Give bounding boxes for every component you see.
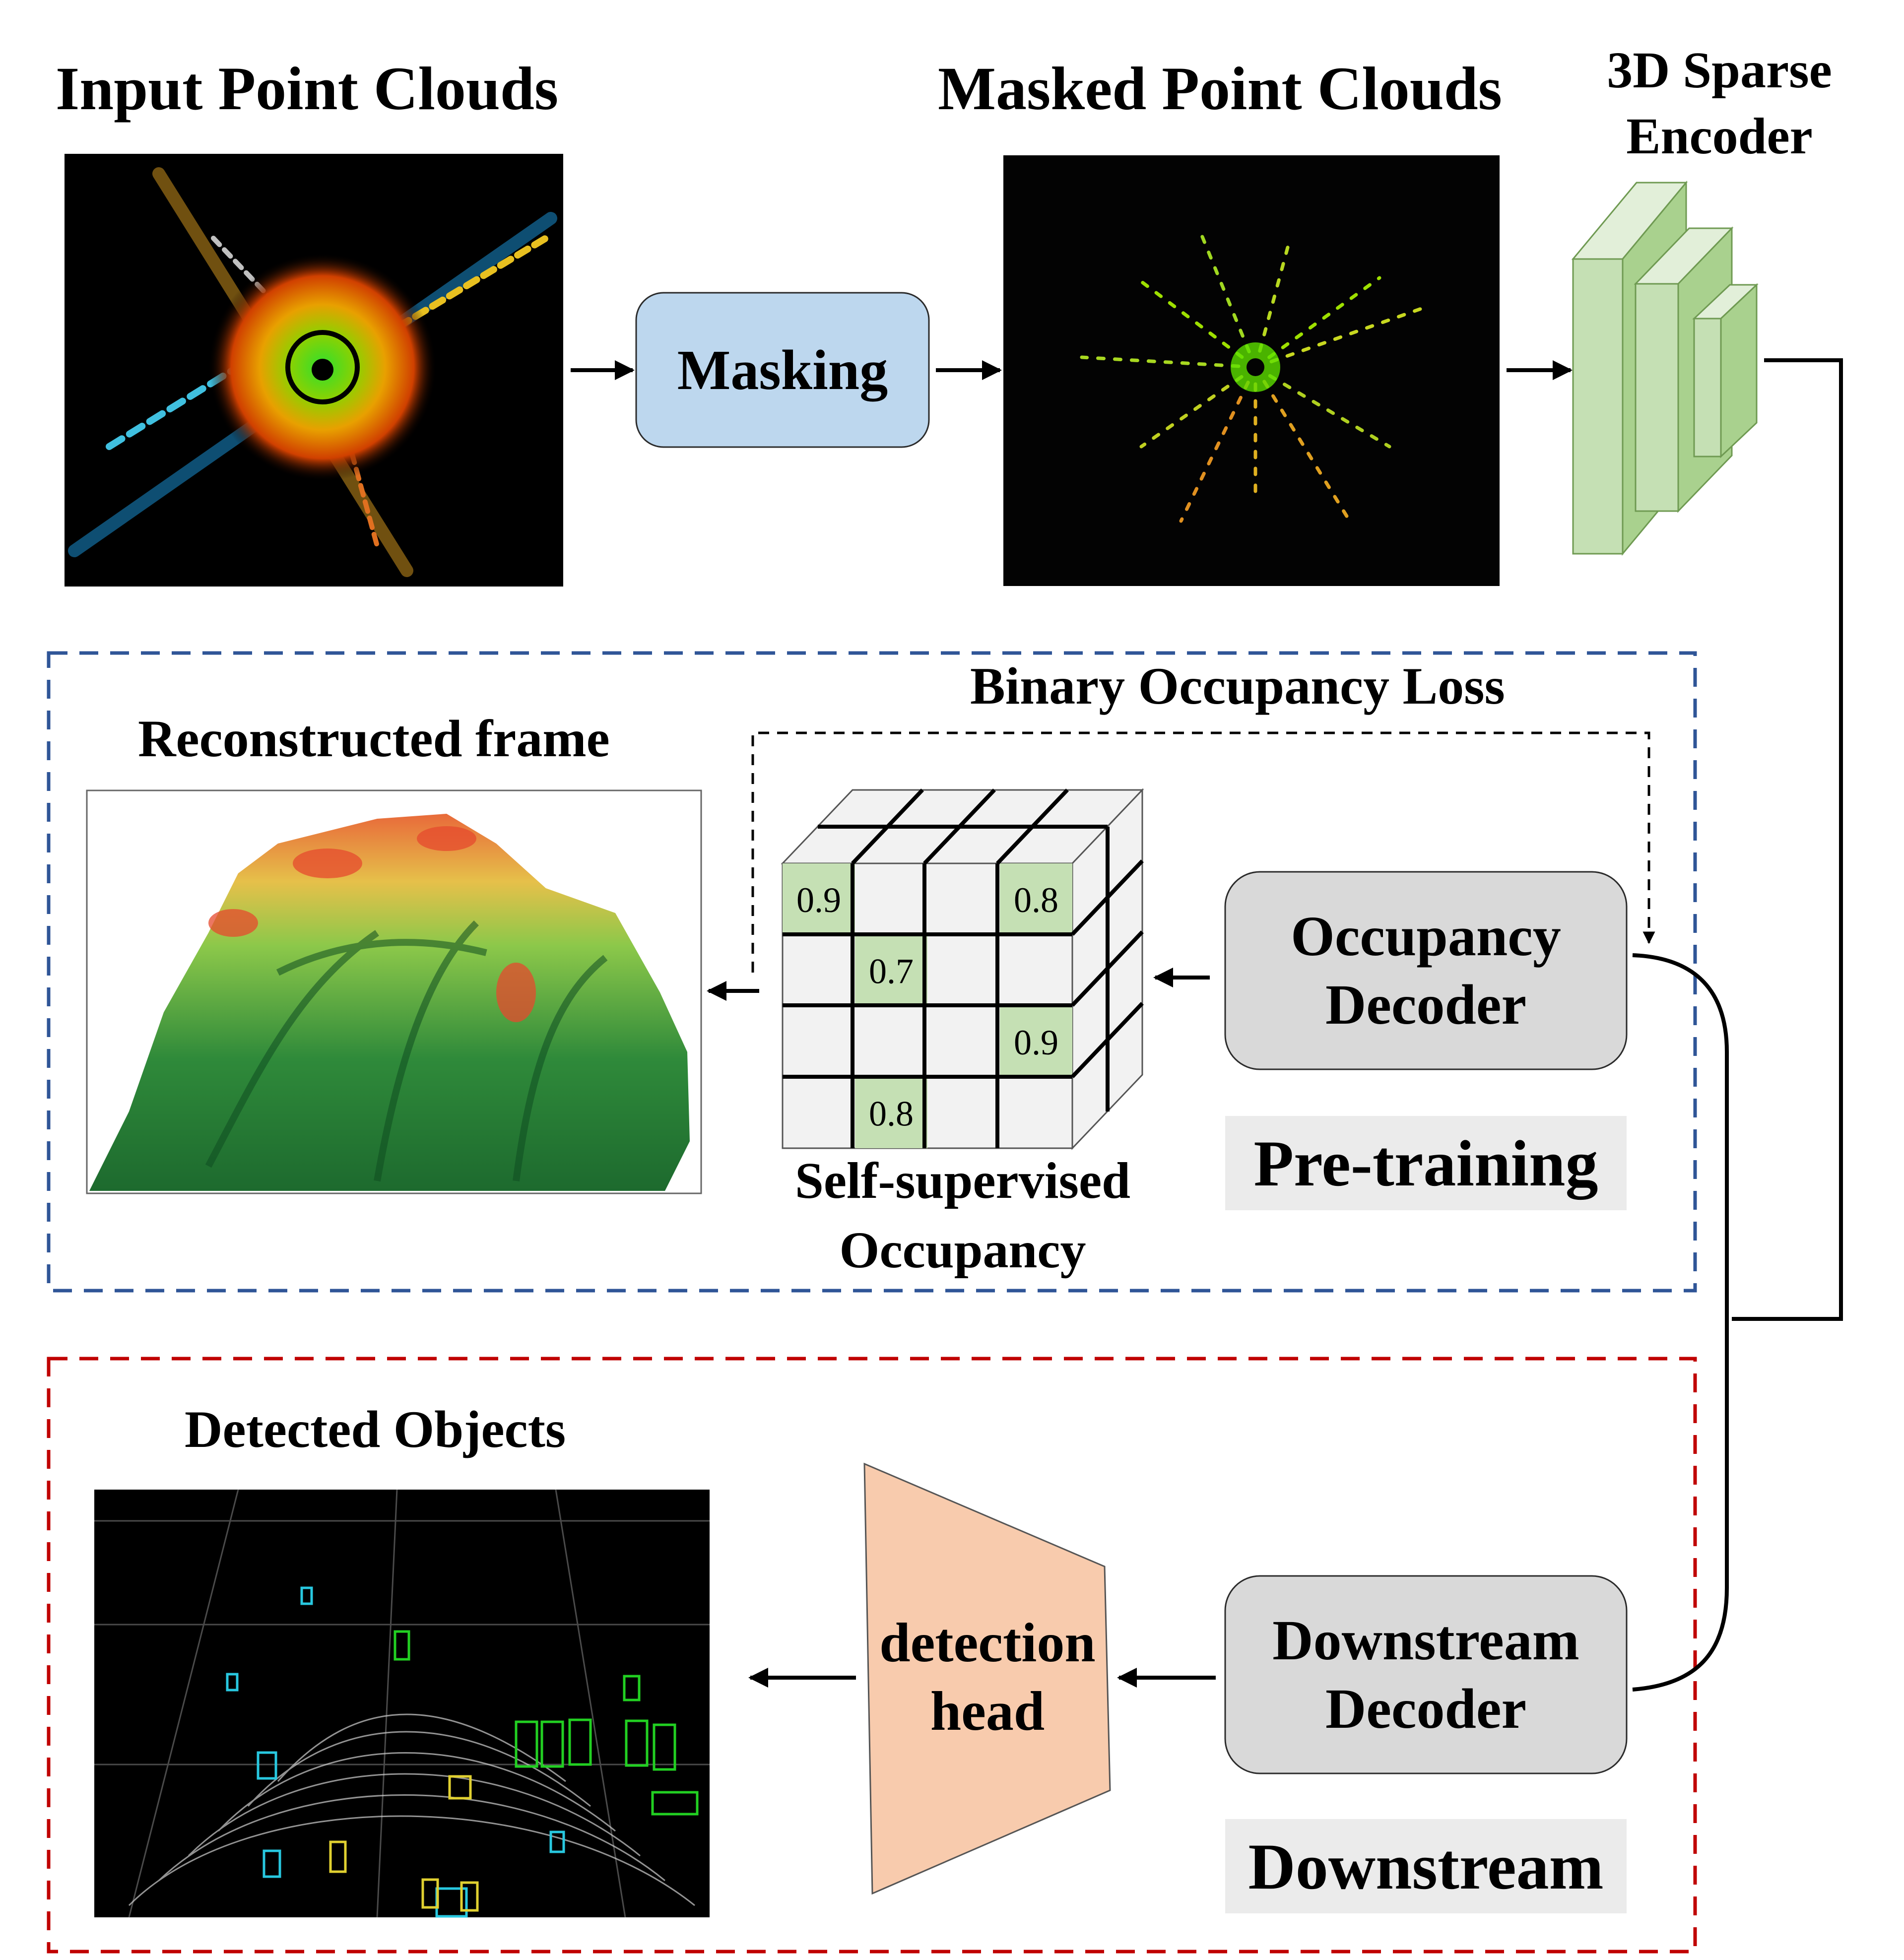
downstream-decoder-label: Downstream Decoder bbox=[1225, 1576, 1627, 1773]
masked-point-cloud-image bbox=[1003, 155, 1500, 586]
detection-head-label: detection head bbox=[863, 1608, 1112, 1747]
detection-head-line2: head bbox=[930, 1681, 1045, 1742]
masked-title: Masked Point Clouds bbox=[938, 55, 1502, 123]
occupancy-loss-path bbox=[751, 731, 1655, 973]
reconstructed-title: Reconstructed frame bbox=[138, 710, 610, 768]
occupancy-cube bbox=[781, 788, 1144, 1150]
input-point-cloud-image bbox=[65, 154, 563, 587]
occupancy-decoder-line2: Decoder bbox=[1325, 973, 1527, 1036]
encoder-title-line2: Encoder bbox=[1626, 108, 1813, 165]
reconstructed-frame-image bbox=[86, 789, 702, 1194]
occupancy-cell-4 bbox=[855, 1077, 927, 1148]
occupancy-decoder-label: Occupancy Decoder bbox=[1225, 872, 1627, 1069]
pretraining-region bbox=[47, 651, 1697, 1293]
occupancy-cell-3 bbox=[1000, 1006, 1072, 1077]
downstream-region bbox=[47, 1357, 1697, 1954]
occupancy-cell-value: 0.7 bbox=[869, 951, 914, 991]
occupancy-decoder-box bbox=[1224, 871, 1628, 1070]
downstream-decoder-line1: Downstream bbox=[1272, 1609, 1579, 1672]
occupancy-cell-value: 0.8 bbox=[869, 1094, 914, 1133]
selfsup-title-line2: Occupancy bbox=[839, 1222, 1086, 1279]
encoder-connector bbox=[1632, 358, 1843, 1692]
detection-head-shape bbox=[863, 1462, 1111, 1895]
detected-objects-image bbox=[94, 1489, 710, 1918]
occupancy-cell-value: 0.9 bbox=[1014, 1023, 1058, 1062]
occupancy-cell-2 bbox=[855, 934, 927, 1006]
downstream-tag: Downstream bbox=[1225, 1819, 1627, 1913]
input-title: Input Point Clouds bbox=[56, 55, 559, 123]
sparse-encoder-icon bbox=[1571, 180, 1759, 556]
masking-label: Masking bbox=[677, 338, 888, 401]
masking-box bbox=[635, 292, 930, 448]
detection-head-line1: detection bbox=[879, 1612, 1096, 1674]
downstream-decoder-box bbox=[1224, 1575, 1628, 1774]
occupancy-cell-1 bbox=[1000, 863, 1072, 935]
occupancy-cell-0 bbox=[783, 863, 855, 935]
loss-title: Binary Occupancy Loss bbox=[970, 657, 1505, 715]
occupancy-decoder-line1: Occupancy bbox=[1291, 905, 1561, 968]
selfsup-title-line1: Self-supervised bbox=[795, 1152, 1130, 1209]
downstream-decoder-line2: Decoder bbox=[1325, 1677, 1527, 1740]
occupancy-cell-value: 0.9 bbox=[796, 880, 841, 920]
pretraining-tag: Pre-training bbox=[1225, 1116, 1627, 1210]
occupancy-cell-value: 0.8 bbox=[1014, 880, 1058, 920]
detected-title: Detected Objects bbox=[185, 1400, 566, 1458]
encoder-title-line1: 3D Sparse bbox=[1607, 42, 1832, 99]
